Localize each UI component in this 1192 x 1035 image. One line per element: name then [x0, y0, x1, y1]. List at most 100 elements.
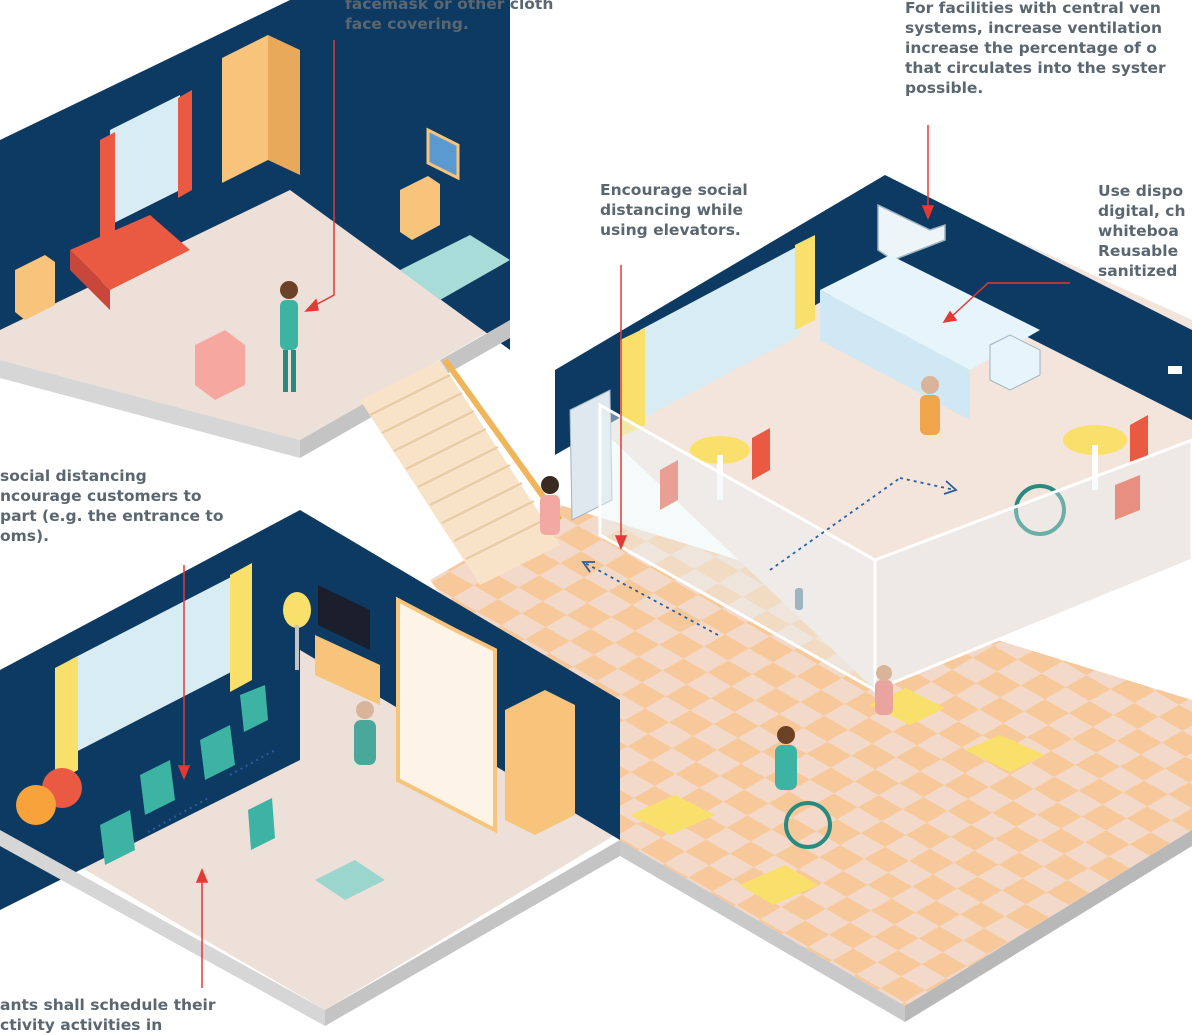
- handrail: [442, 358, 563, 522]
- bench: [630, 795, 715, 835]
- elevator-icon: [795, 588, 803, 610]
- chess-board-icon: [315, 860, 385, 900]
- callout-elevators: Encourage social distancing while using …: [600, 180, 748, 240]
- cafe-wall-right: [885, 175, 1192, 420]
- wheelchair-icon: [1014, 484, 1066, 536]
- standing-resident: [354, 720, 376, 765]
- nightstand: [400, 176, 440, 240]
- ac-unit-icon: [877, 203, 946, 261]
- callout-line: increase the percentage of o: [905, 39, 1157, 57]
- bed-icon: [70, 215, 190, 290]
- activity-platform-front: [0, 830, 325, 1026]
- callout-line: using elevators.: [600, 221, 741, 239]
- callout-line: facemask or other cloth: [345, 0, 554, 13]
- double-door: [396, 596, 497, 834]
- cafe-chair: [752, 428, 770, 480]
- lamp-icon: [283, 592, 311, 628]
- exercise-chair: [140, 760, 175, 815]
- bedroom-curtain-left: [100, 132, 115, 243]
- cafe-table: [1063, 425, 1127, 455]
- callout-facemask: facemask or other cloth face covering.: [345, 0, 553, 34]
- callout-line: social distancing: [0, 467, 147, 485]
- bedroom-platform-front: [0, 360, 300, 458]
- callout-line: For facilities with central ven: [905, 0, 1161, 17]
- exercise-chair: [248, 798, 275, 850]
- callout-line: part (e.g. the entrance to: [0, 507, 224, 525]
- cafe-chair: [660, 460, 678, 510]
- callout-line: that circulates into the syster: [905, 59, 1166, 77]
- callout-line: ncourage customers to: [0, 487, 202, 505]
- activity-curtain-left: [55, 656, 78, 782]
- callout-line: distancing while: [600, 201, 744, 219]
- callout-schedule: ants shall schedule their ctivity activi…: [0, 995, 216, 1035]
- bench: [965, 735, 1045, 772]
- security-camera-icon: [1168, 366, 1182, 374]
- walker-icon: [920, 395, 940, 435]
- exercise-ball-icon: [16, 785, 56, 825]
- bedroom-window: [110, 95, 180, 225]
- activity-window: [70, 575, 235, 755]
- callout-line: digital, ch: [1098, 202, 1186, 220]
- hallway: [430, 505, 1192, 1022]
- hallway-floor: [430, 505, 1192, 1006]
- callout-line: whiteboa: [1098, 222, 1179, 240]
- walking-direction-arrow: [584, 562, 719, 636]
- distance-marker: [229, 749, 276, 776]
- nightstand: [15, 255, 55, 320]
- tv-icon: [318, 585, 370, 650]
- activity-floor: [0, 510, 615, 1010]
- pointer-disposable: [949, 282, 1070, 319]
- stairs: [360, 360, 560, 585]
- callout-line: ctivity activities in: [0, 1016, 163, 1034]
- walking-direction-arrow: [769, 477, 901, 571]
- callout-line: Reusable: [1098, 242, 1179, 260]
- callout-line: oms).: [0, 527, 49, 545]
- exercise-chair: [240, 685, 268, 732]
- bookshelf-icon: [505, 690, 575, 835]
- armchair: [195, 330, 245, 400]
- hallway-platform-side: [905, 830, 1192, 1022]
- callout-line: ants shall schedule their: [0, 996, 216, 1014]
- doctor-figure: [280, 300, 298, 350]
- staircase: [360, 358, 563, 585]
- activity-platform-side: [325, 840, 620, 1026]
- seated-resident: [875, 680, 893, 715]
- pointer-facemask: [309, 40, 335, 309]
- callout-line: Encourage social: [600, 181, 748, 199]
- hallway-platform-front: [620, 840, 905, 1022]
- cafe-table: [690, 436, 750, 464]
- coffee-machine-icon: [989, 334, 1041, 391]
- bedroom: [0, 0, 510, 458]
- cafe-chair: [1115, 475, 1140, 520]
- exercise-chair: [200, 725, 235, 780]
- callout-line: Use dispo: [1098, 182, 1184, 200]
- callout-queue: social distancing ncourage customers to …: [0, 466, 223, 546]
- cafe-curtain-right: [795, 235, 815, 330]
- callout-line: face covering.: [345, 15, 469, 33]
- painting-icon: [426, 127, 460, 181]
- cafe-chair: [1130, 415, 1148, 465]
- wheelchair-icon: [784, 801, 832, 849]
- cafe-window: [640, 245, 800, 420]
- callout-line: systems, increase ventilation: [905, 19, 1162, 37]
- hallway-furniture: [540, 476, 1045, 905]
- wardrobe-icon: [222, 35, 268, 183]
- callout-line: sanitized: [1098, 262, 1178, 280]
- activity-curtain-right: [230, 563, 252, 692]
- bedroom-curtain-right: [178, 90, 192, 198]
- caregiver-figure: [775, 745, 797, 790]
- bench: [740, 865, 818, 905]
- tv-cabinet: [315, 635, 380, 705]
- callout-ventilation: For facilities with central ven systems,…: [905, 0, 1166, 98]
- cafe-curtain-left: [620, 328, 645, 437]
- callout-line: possible.: [905, 79, 984, 97]
- bed-icon: [400, 235, 510, 300]
- service-counter: [820, 255, 1040, 370]
- cafe: [555, 175, 1192, 693]
- stair-chair-resident: [540, 495, 560, 535]
- exercise-chair: [100, 810, 135, 865]
- callout-disposable: Use dispo digital, ch whiteboa Reusable …: [1098, 181, 1186, 281]
- activity-room: [0, 510, 620, 1026]
- callout-pointers: [177, 40, 1070, 988]
